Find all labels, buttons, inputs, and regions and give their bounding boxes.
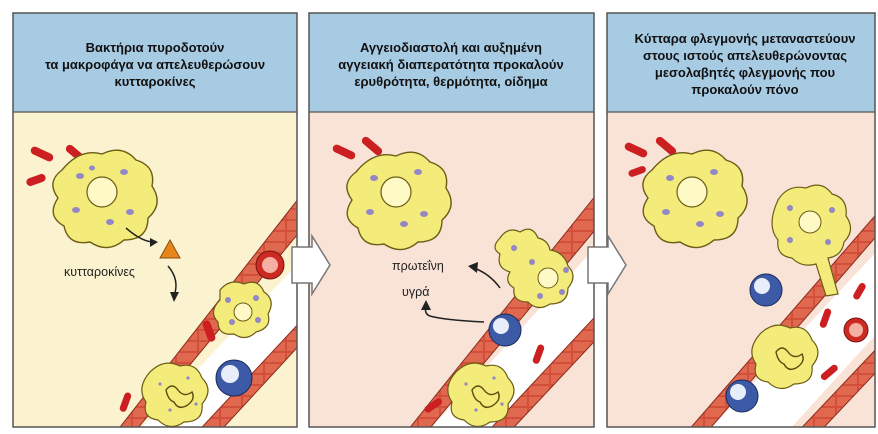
label-fluid: υγρά bbox=[402, 285, 429, 299]
label-protein: πρωτεΐνη bbox=[392, 259, 444, 273]
title-line: στους ιστούς απελευθερώνοντας bbox=[643, 48, 847, 63]
panel-2-title: Αγγειοδιαστολή και αυξημένη αγγειακή δια… bbox=[338, 40, 563, 89]
title-line: κυτταροκίνες bbox=[114, 74, 195, 89]
panel-1: κυτταροκίνες Βακτήρια πυροδοτούν τα μακρ… bbox=[13, 13, 330, 429]
blue-cell bbox=[216, 360, 252, 396]
macrophage-icon bbox=[53, 150, 157, 247]
label-cytokines: κυτταροκίνες bbox=[64, 265, 135, 279]
red-blood-cell bbox=[256, 251, 284, 279]
title-line: Κύτταρα φλεγμονής μεταναστεύουν bbox=[635, 31, 856, 46]
red-blood-cell bbox=[844, 318, 868, 342]
macrophage-icon bbox=[643, 150, 747, 247]
blue-cell bbox=[489, 314, 521, 346]
title-line: Βακτήρια πυροδοτούν bbox=[86, 40, 225, 55]
panel-3: Κύτταρα φλεγμονής μεταναστεύουν στους ισ… bbox=[607, 13, 878, 429]
neutrophil bbox=[448, 363, 514, 426]
mast-cell bbox=[213, 282, 271, 338]
neutrophil bbox=[142, 363, 208, 426]
blue-cell bbox=[726, 380, 758, 412]
blue-cell bbox=[750, 274, 782, 306]
macrophage-icon bbox=[347, 152, 451, 249]
title-line: ερυθρότητα, θερμότητα, οίδημα bbox=[354, 74, 547, 89]
title-line: προκαλούν πόνο bbox=[691, 82, 798, 97]
title-line: τα μακροφάγα να απελευθερώσουν bbox=[45, 57, 265, 72]
title-line: Αγγειοδιαστολή και αυξημένη bbox=[360, 40, 542, 55]
title-line: αγγειακή διαπερατότητα προκαλούν bbox=[338, 57, 563, 72]
neutrophil-migrating bbox=[752, 325, 818, 388]
panel-2: πρωτεΐνη υγρά Αγγειοδιαστολή και αυξημέν… bbox=[309, 13, 620, 429]
title-line: μεσολαβητές φλεγμονής που bbox=[655, 65, 836, 80]
